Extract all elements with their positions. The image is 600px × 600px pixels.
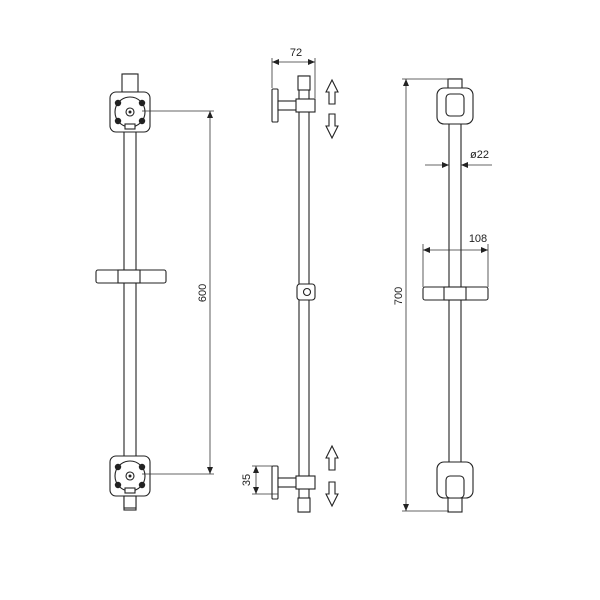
top-wall-bracket [109,91,151,133]
dimension-600-label: 600 [197,284,209,302]
right-top-bracket [436,87,474,125]
dimension-35: 35 [241,465,278,495]
side-view: 72 35 [241,47,339,513]
dimension-600: 600 [142,110,214,475]
side-bottom-mount [271,465,316,500]
right-shower-holder [422,286,489,301]
dimension-diameter: ø22 [425,149,492,168]
dimension-35-label: 35 [241,474,253,486]
arrow-down-icon [325,481,339,508]
arrow-up-icon [325,78,339,105]
side-holder-clamp [296,283,316,301]
slide-bar [123,73,137,511]
dimension-diameter-label: ø22 [470,149,489,161]
bottom-end-cap [123,495,137,509]
arrow-down-icon [325,113,339,140]
dimension-700-label: 700 [393,287,405,305]
front-view: 600 [95,73,214,511]
dimension-72: 72 [271,47,316,98]
top-end-cap [121,73,139,93]
side-top-mount [271,88,316,123]
shower-holder-front [95,269,167,284]
dimension-700: 700 [393,78,449,512]
arrow-up-icon [325,444,339,471]
dimension-108-label: 108 [469,233,487,245]
right-bottom-bracket [436,461,474,499]
dimension-108: 108 [422,233,489,287]
bottom-wall-bracket [109,455,151,497]
dimension-72-label: 72 [290,47,302,59]
front-view-dimensions: 700 ø22 108 [393,78,492,513]
